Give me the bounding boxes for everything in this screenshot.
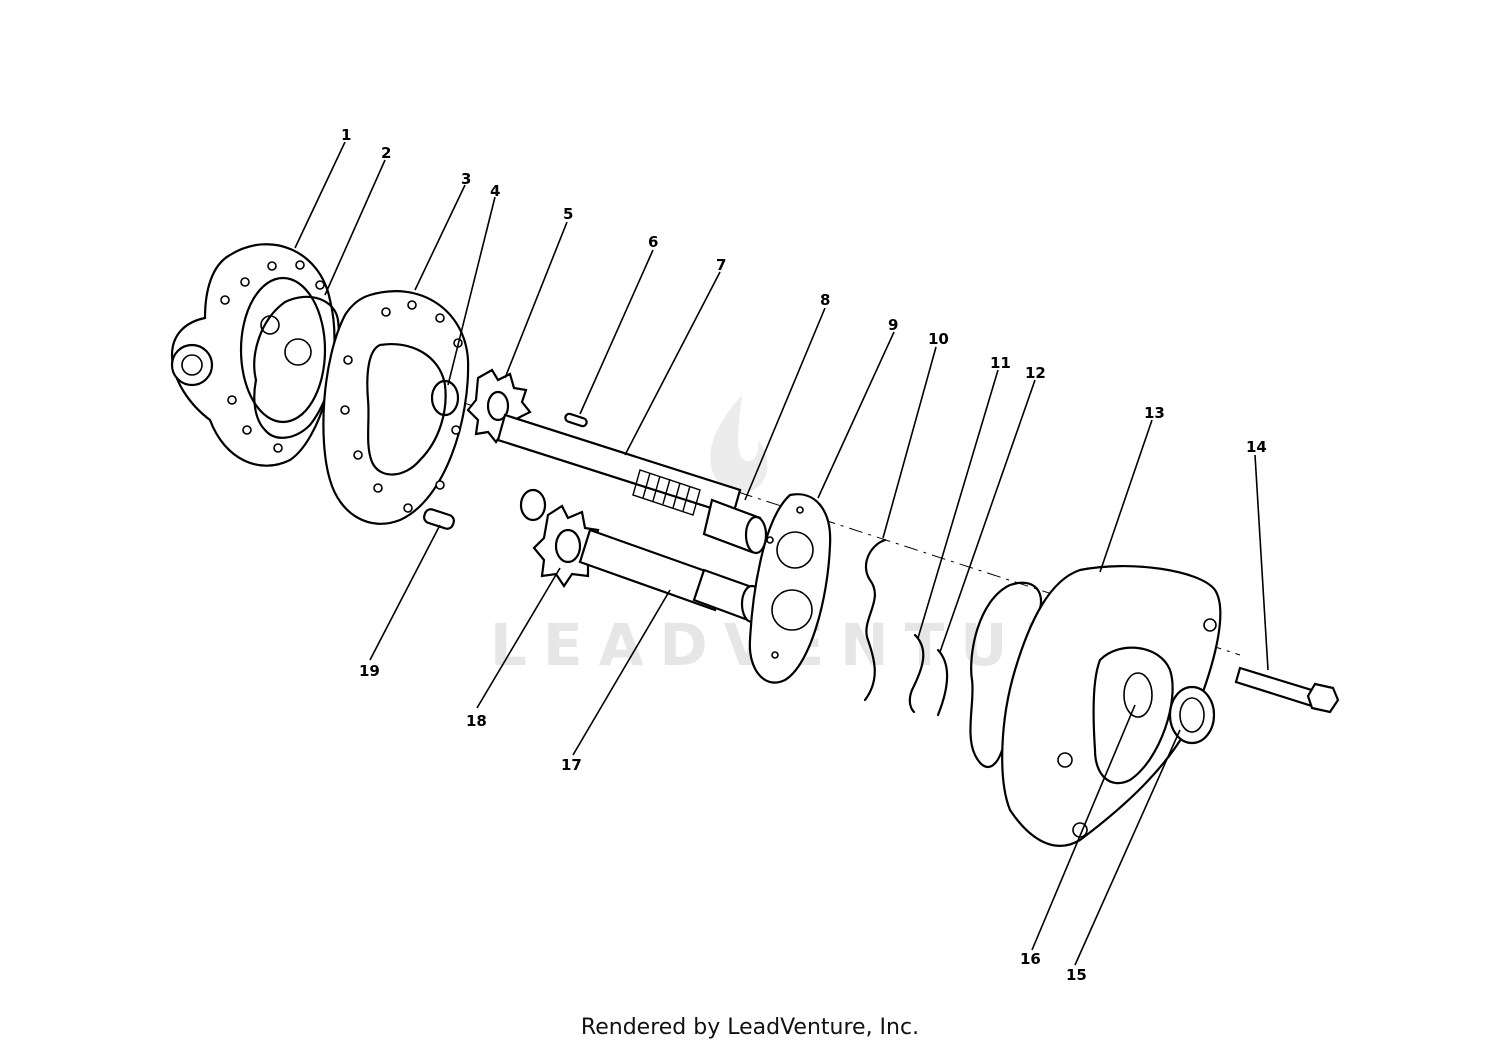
drive-shaft xyxy=(496,413,742,517)
part-label-11: 11 xyxy=(990,354,1011,372)
driven-gear xyxy=(519,488,604,588)
shaft-seal xyxy=(1168,685,1216,745)
wear-plate xyxy=(748,493,832,684)
part-label-12: 12 xyxy=(1025,364,1046,382)
end-cover xyxy=(170,243,336,467)
part-label-18: 18 xyxy=(466,712,487,730)
part-label-8: 8 xyxy=(820,291,830,309)
gasket-inner xyxy=(936,648,949,717)
part-label-3: 3 xyxy=(461,170,471,188)
part-label-17: 17 xyxy=(561,756,582,774)
cap-screw xyxy=(1234,666,1340,714)
part-label-13: 13 xyxy=(1144,404,1165,422)
leader-lines xyxy=(294,141,1269,966)
part-label-15: 15 xyxy=(1066,966,1087,984)
front-cover xyxy=(1001,565,1222,847)
shaft-bushing-upper xyxy=(702,498,768,555)
footer-credit: Rendered by LeadVenture, Inc. xyxy=(580,1015,920,1040)
dowel-pin xyxy=(423,508,455,530)
part-label-2: 2 xyxy=(381,144,391,162)
shaft-key xyxy=(564,412,588,428)
part-label-19: 19 xyxy=(359,662,380,680)
part-label-14: 14 xyxy=(1246,438,1267,456)
gasket-outer xyxy=(908,633,925,714)
part-label-16: 16 xyxy=(1020,950,1041,968)
part-label-9: 9 xyxy=(888,316,898,334)
part-label-1: 1 xyxy=(341,126,351,144)
o-ring-seal xyxy=(253,295,340,439)
part-label-4: 4 xyxy=(490,182,500,200)
cover-bushing xyxy=(1123,672,1153,718)
gear-housing xyxy=(322,290,470,525)
part-label-6: 6 xyxy=(648,233,658,251)
part-label-7: 7 xyxy=(716,256,726,274)
part-label-5: 5 xyxy=(563,205,573,223)
bearing-ring-upper xyxy=(430,379,460,417)
backup-seal xyxy=(863,538,887,702)
part-label-10: 10 xyxy=(928,330,949,348)
part-labels: 1 2 3 4 5 6 7 8 9 10 11 12 13 14 15 16 1… xyxy=(341,126,1267,984)
